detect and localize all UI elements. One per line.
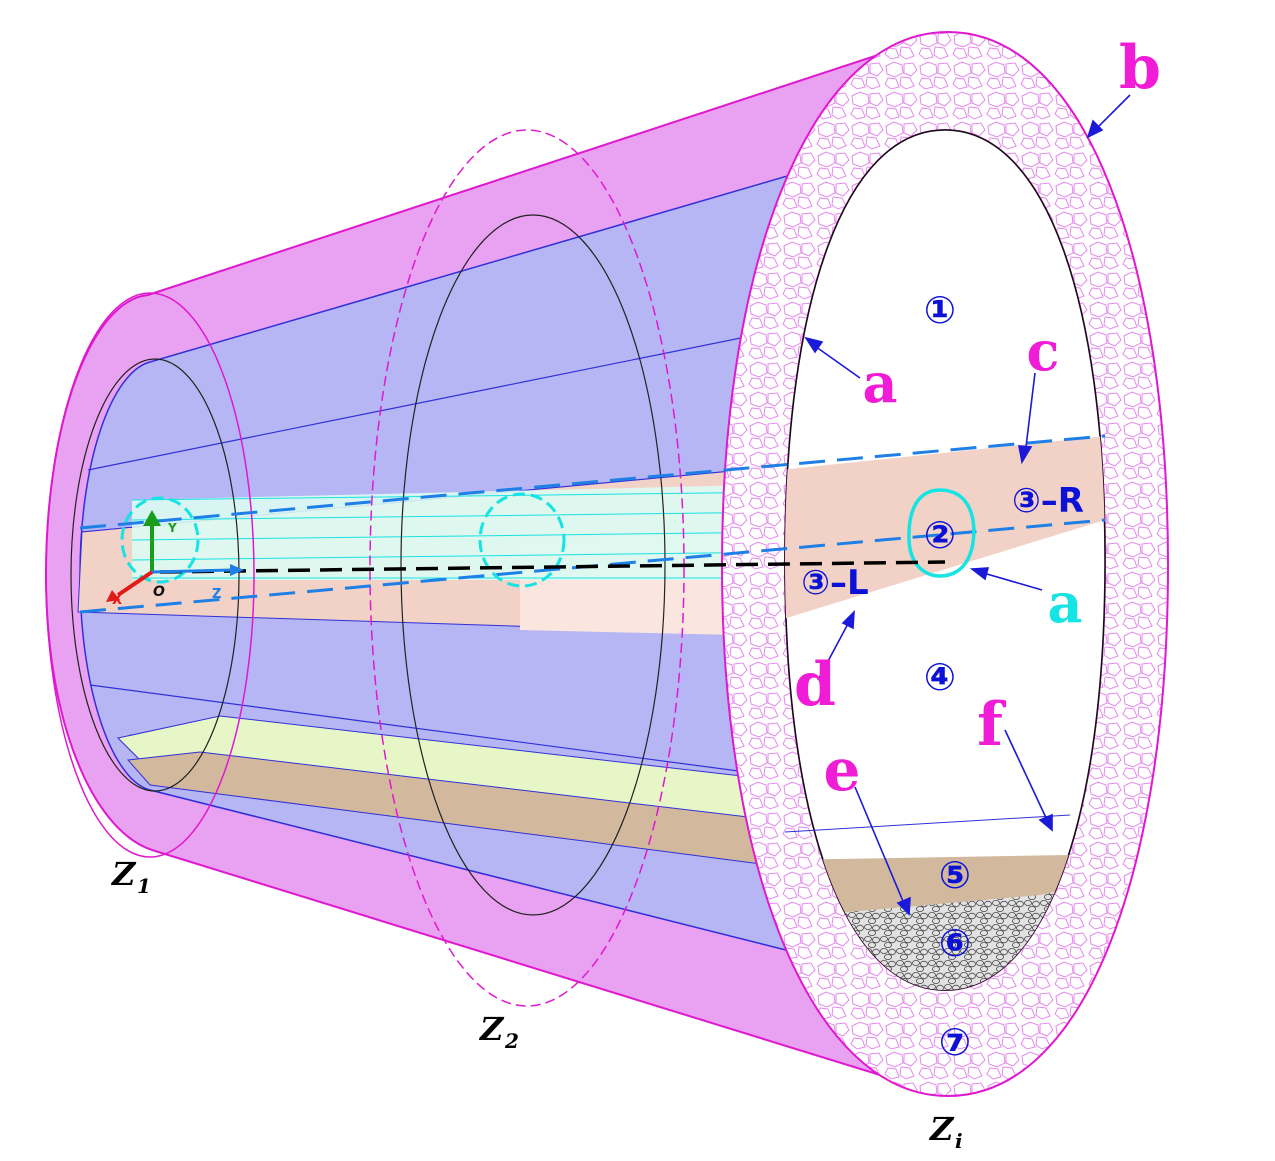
callout-f: f xyxy=(977,690,1007,760)
tunnel-face-section xyxy=(907,488,976,578)
section-z2-rings xyxy=(369,129,685,1007)
callout-arrows xyxy=(804,94,1131,916)
section-label-zi: Z i xyxy=(928,1110,963,1153)
layer-boundary-f xyxy=(784,814,1071,833)
tunnel-axis xyxy=(159,560,946,574)
z-axis-label: Z xyxy=(212,587,221,602)
section-zi-sub: i xyxy=(955,1129,963,1153)
section-z2-sub: 2 xyxy=(504,1029,519,1053)
section-zi-main: Z xyxy=(928,1110,955,1148)
section-label-z1: Z 1 xyxy=(110,855,151,898)
region-5-label: ⑤ xyxy=(939,853,971,897)
origin-label: O xyxy=(153,584,165,600)
section-z2-main: Z xyxy=(478,1010,505,1048)
region-4-label: ④ xyxy=(924,655,956,699)
callout-c: c xyxy=(1027,319,1060,383)
region-2-label: ② xyxy=(924,513,956,557)
section-z1-sub: 1 xyxy=(137,874,151,898)
region-7-label: ⑦ xyxy=(939,1020,971,1064)
section-z1-main: Z xyxy=(110,855,137,893)
region-3L-label: ③–L xyxy=(801,563,868,603)
callout-d: d xyxy=(794,650,836,720)
callout-e: e xyxy=(824,736,861,804)
region-1-label: ① xyxy=(924,288,956,332)
region-6-label: ⑥ xyxy=(939,921,971,965)
region-3R-label: ③–R xyxy=(1012,481,1084,521)
callout-a-top: a xyxy=(863,351,898,415)
tunnel-tube xyxy=(120,488,976,588)
y-axis-label: Y xyxy=(167,521,177,535)
x-axis-label: X xyxy=(112,593,122,608)
section-label-z2: Z 2 xyxy=(478,1010,519,1053)
section-z1-rings xyxy=(45,292,255,858)
callout-a-right: a xyxy=(1048,571,1083,635)
callout-b: b xyxy=(1119,33,1161,103)
coordinate-axes xyxy=(106,510,244,602)
